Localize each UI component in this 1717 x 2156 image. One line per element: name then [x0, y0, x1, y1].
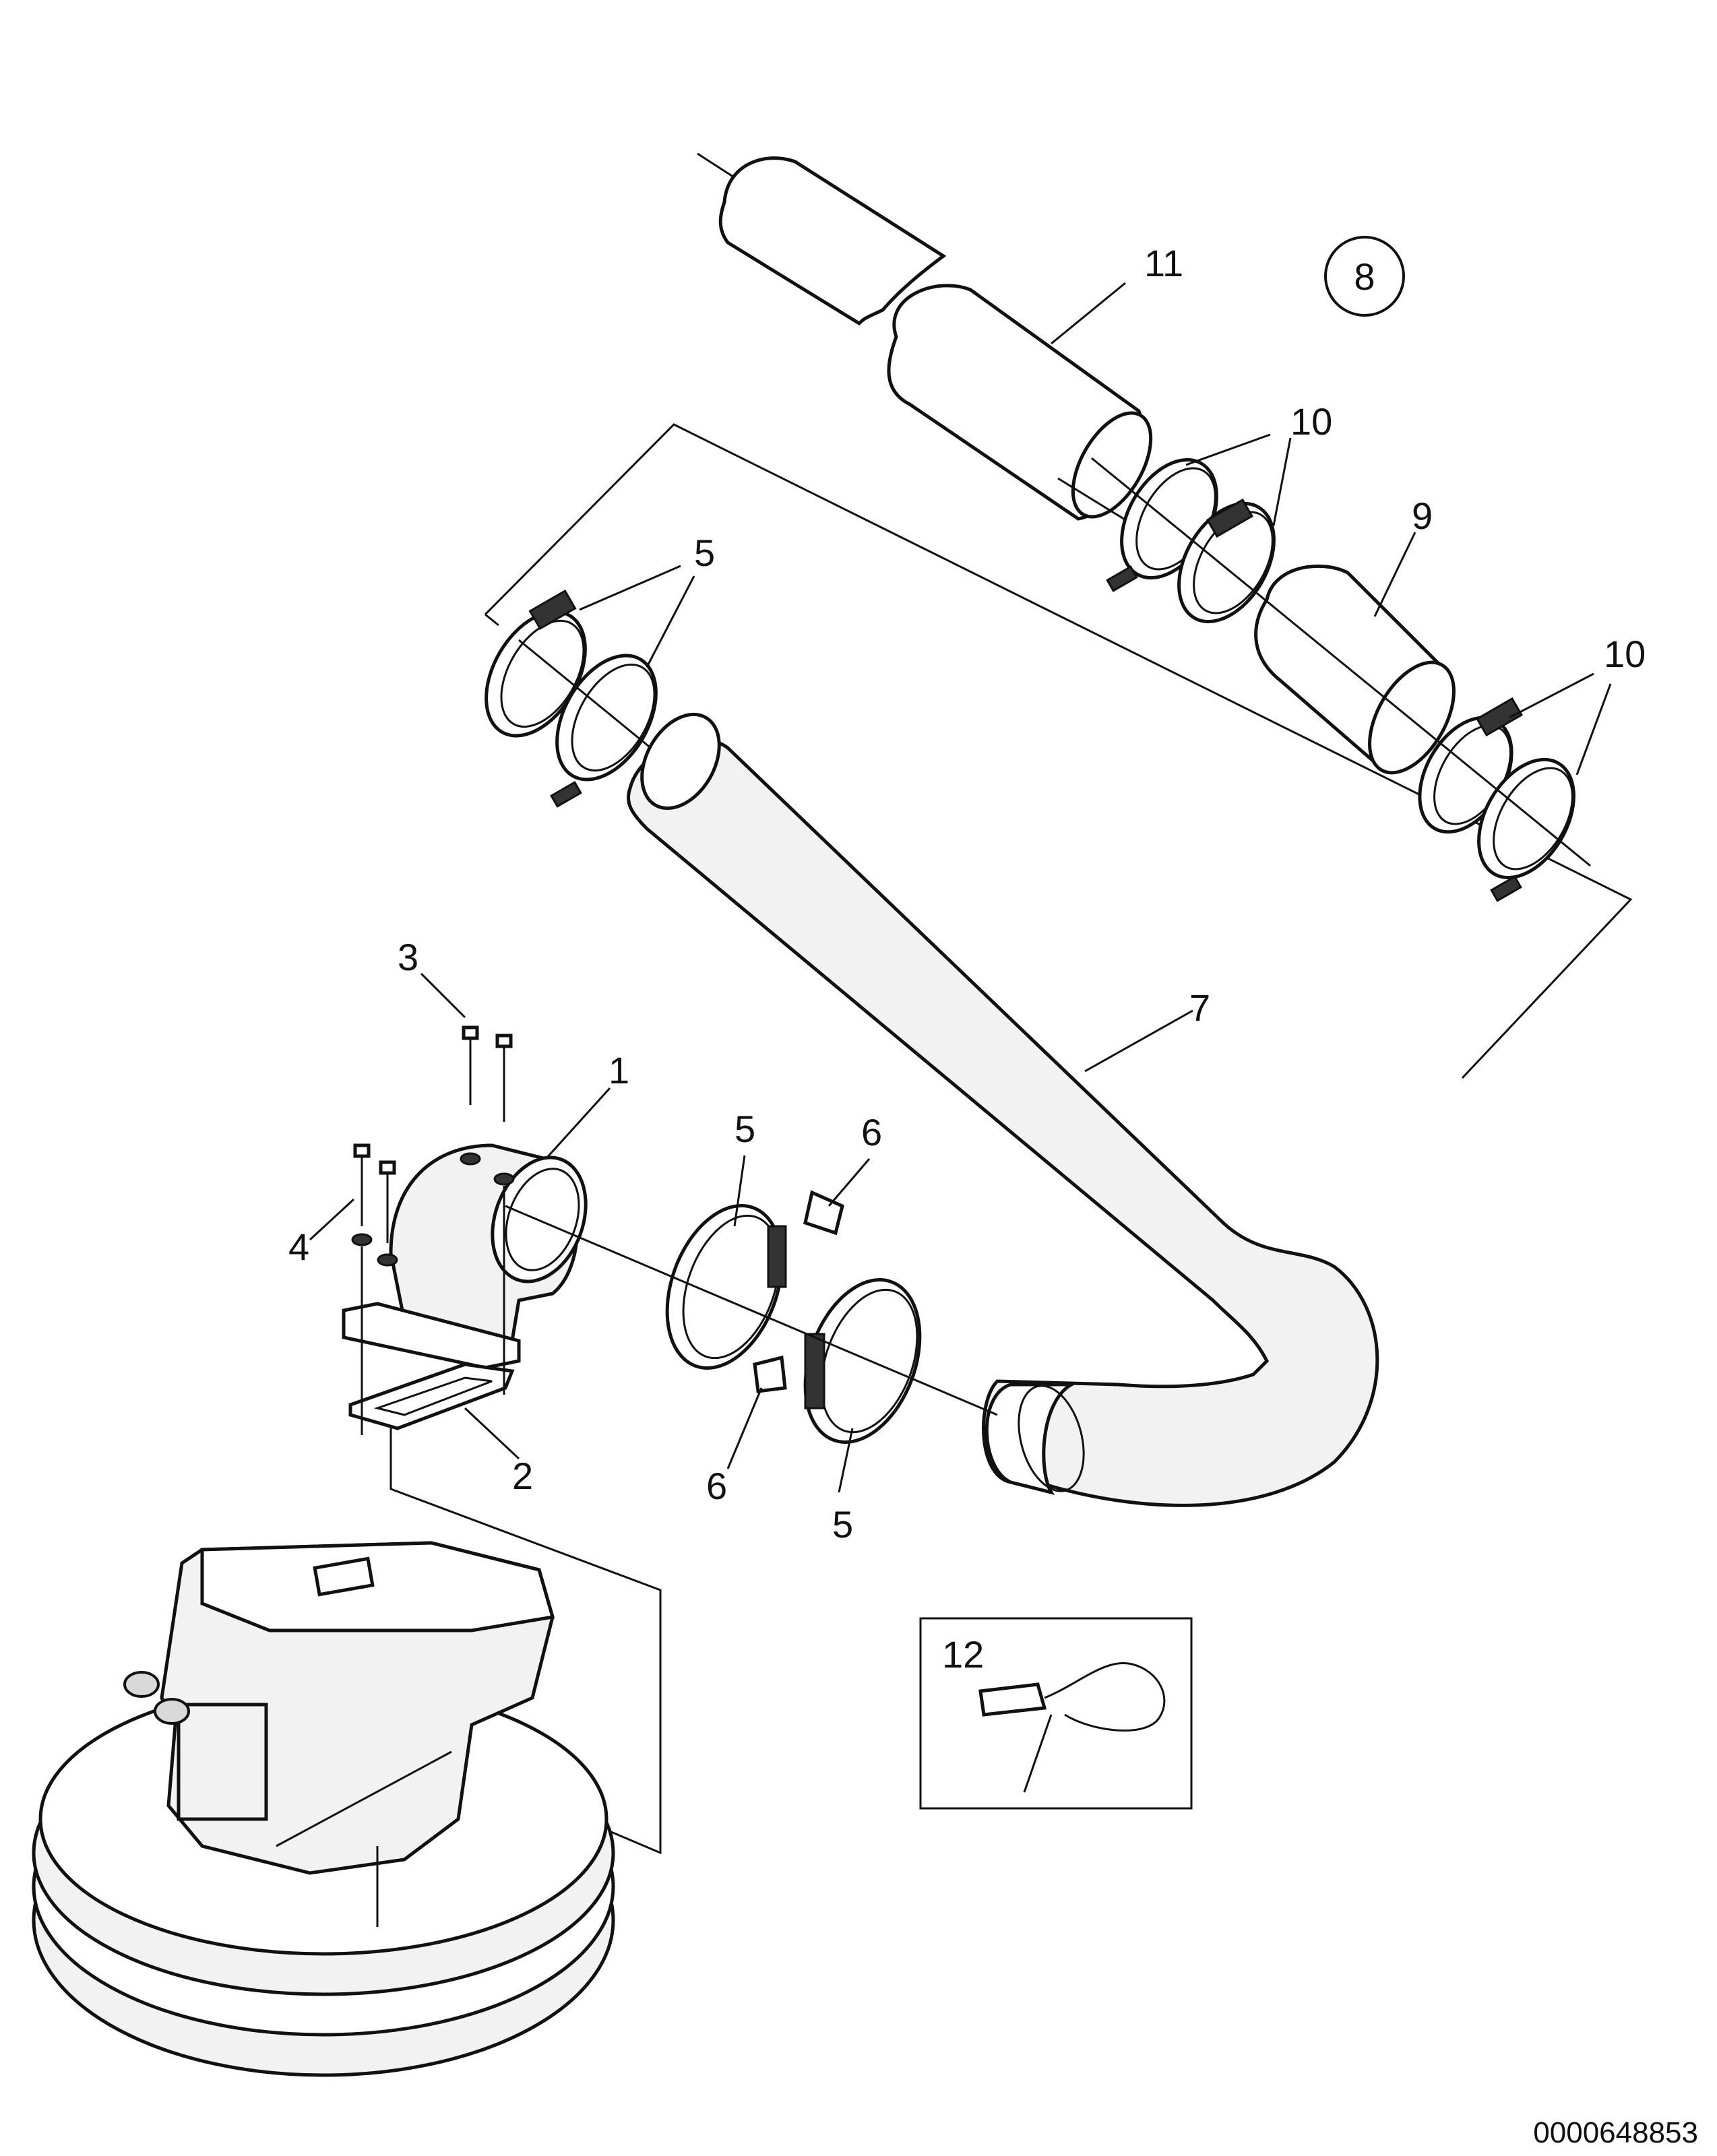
part-6-bracket-a	[803, 1190, 844, 1236]
document-id: 0000648853	[1533, 2116, 1698, 2149]
part-10-clamp-lower-b	[1477, 757, 1575, 902]
callout-6a: 6	[861, 1111, 882, 1153]
callout-10b: 10	[1604, 633, 1646, 675]
callout-8-circle	[1324, 236, 1405, 317]
part-7-bent-pipe	[626, 712, 1379, 1507]
part-11-split-tube	[697, 152, 1153, 534]
callout-6b: 6	[706, 1465, 727, 1507]
leader-6a	[828, 1158, 871, 1207]
leader-4	[309, 1198, 355, 1241]
leader-3	[420, 972, 466, 1019]
axis-line-right	[1091, 457, 1591, 867]
leader-5c	[838, 1428, 854, 1493]
leader-6b	[726, 1387, 763, 1469]
leader-10a-1	[1185, 433, 1271, 466]
callout-1: 1	[608, 1049, 629, 1091]
callout-2: 2	[512, 1455, 533, 1497]
part-5-clamp-mid-a	[665, 1204, 787, 1370]
leader-5b	[733, 1155, 746, 1227]
leader-1	[544, 1087, 611, 1160]
callout-5b: 5	[735, 1108, 755, 1150]
part-5-clamp-upper-b	[550, 654, 658, 808]
part-5-clamp-mid-b	[803, 1278, 922, 1444]
leader-2	[464, 1407, 520, 1460]
part-9-sleeve-tube	[1254, 564, 1456, 775]
part-12-seal-inset	[919, 1617, 1193, 1810]
axis-line-mid	[505, 1205, 998, 1416]
callout-10a: 10	[1290, 400, 1332, 443]
leader-10b-2	[1575, 683, 1612, 775]
part-2-gasket	[348, 1362, 515, 1430]
leader-7	[1084, 1009, 1193, 1073]
callout-5a: 5	[694, 532, 715, 574]
part-4-bolt-a	[351, 1143, 373, 1246]
callout-9: 9	[1412, 495, 1433, 537]
engine-assembly	[32, 1541, 615, 2077]
leader-5a-1	[579, 565, 681, 611]
part-10-clamp-upper-b	[1177, 498, 1276, 624]
callout-12: 12	[942, 1633, 984, 1676]
part-1-elbow	[342, 1143, 588, 1370]
axis-line-left	[518, 639, 668, 763]
callout-3: 3	[398, 936, 418, 978]
leader-10b-1	[1509, 672, 1594, 719]
callout-5c: 5	[832, 1503, 853, 1546]
callout-11: 11	[1144, 242, 1183, 284]
leader-9	[1373, 532, 1416, 617]
assembly-frame-line-left	[485, 613, 499, 627]
part-6-bracket-b	[753, 1355, 787, 1393]
assembly-frame-line	[484, 423, 1633, 1079]
callout-4: 4	[288, 1226, 309, 1268]
part-4-bolt-b	[377, 1160, 398, 1267]
callout-7: 7	[1189, 986, 1210, 1029]
callout-8: 8	[1354, 255, 1375, 298]
part-3-bolt-a	[460, 1025, 481, 1166]
leader-10a-2	[1272, 437, 1292, 526]
part-3-bolt-b	[493, 1034, 515, 1186]
leader-5a-2	[646, 575, 695, 668]
leader-11	[1051, 282, 1126, 345]
